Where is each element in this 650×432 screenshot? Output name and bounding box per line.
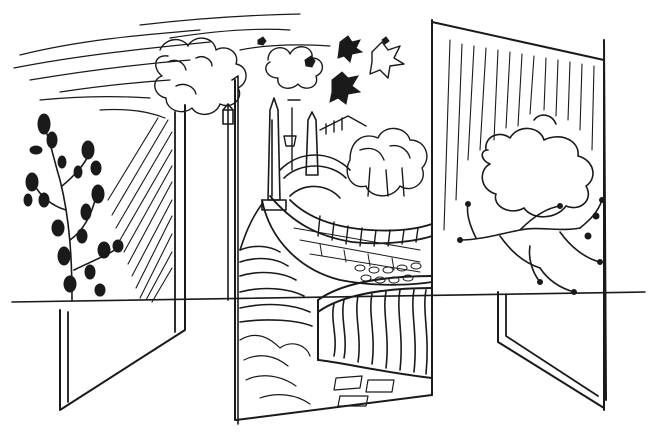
falling-leaf <box>337 35 364 63</box>
falling-leaf <box>381 36 390 45</box>
balusters <box>332 289 428 375</box>
tree-canopy <box>481 114 594 218</box>
wall-bricks <box>293 227 421 273</box>
center-panel <box>222 19 433 425</box>
branch-leaves <box>23 113 124 297</box>
leafy-branch <box>33 125 119 301</box>
balustrade-posts <box>317 215 419 247</box>
sky-hatching <box>13 13 331 119</box>
foreground-bushes <box>239 334 311 405</box>
falling-leaves <box>257 35 405 105</box>
obelisk <box>261 97 319 211</box>
background-trees <box>346 127 428 197</box>
bridge <box>279 154 351 199</box>
small-cloud <box>265 46 323 89</box>
cumulus-cloud <box>154 37 247 115</box>
rooftops <box>319 115 367 135</box>
falling-leaf <box>329 71 362 105</box>
right-panel <box>431 21 607 411</box>
stone-steps <box>239 203 313 327</box>
ground-stones <box>333 375 395 407</box>
left-panel <box>23 104 186 411</box>
foreground-balustrade <box>317 275 433 379</box>
falling-leaf <box>369 41 405 79</box>
falling-leaf <box>257 36 267 46</box>
bare-tree-branches <box>459 199 603 293</box>
lamppost <box>222 103 234 301</box>
rain-hatching <box>107 117 173 303</box>
falling-leaf <box>304 55 316 68</box>
rain-hatching <box>443 39 595 231</box>
horizon-line <box>11 291 646 303</box>
cobblestones <box>354 262 422 284</box>
branch-buds <box>457 197 605 295</box>
